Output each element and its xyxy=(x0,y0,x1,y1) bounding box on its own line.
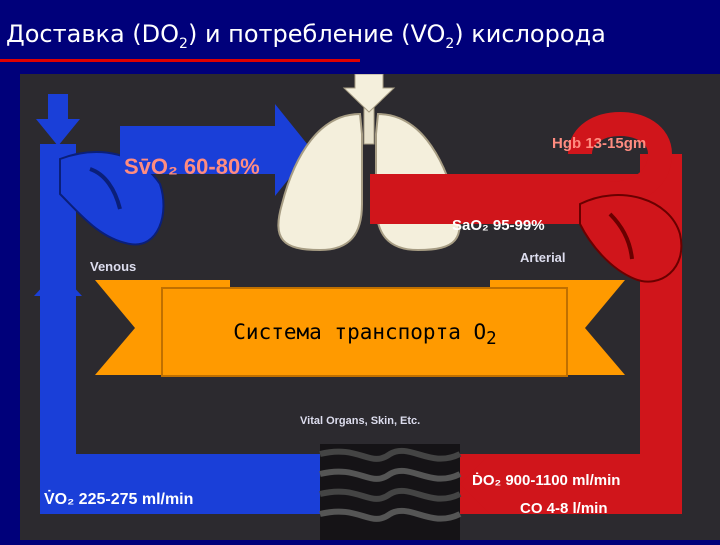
venous-heart-detail xyxy=(89,167,122,210)
venous-bottom-vessel xyxy=(40,454,350,514)
title-underline xyxy=(0,59,360,62)
arterial-left-arrow-icon xyxy=(460,454,490,514)
venous-left-vessel xyxy=(40,144,76,514)
arterial-label: Arterial xyxy=(520,250,566,265)
svo2-label: Sv̄O₂ 60-80% xyxy=(124,154,260,179)
venous-up-arrow-icon xyxy=(34,270,82,296)
arterial-heart xyxy=(579,194,683,283)
diagram-canvas: Sv̄O₂ 60-80% Hgb 13-15gm SaO₂ 95-99% Ven… xyxy=(34,74,683,540)
circulation-diagram: Sv̄O₂ 60-80% Hgb 13-15gm SaO₂ 95-99% Ven… xyxy=(20,74,720,540)
slide-title: Доставка (DO2) и потребление (VO2) кисло… xyxy=(6,20,606,52)
venous-down-arrow-icon xyxy=(36,94,80,146)
hgb-label: Hgb 13-15gm xyxy=(552,135,646,152)
sao2-label: SaO₂ 95-99% xyxy=(452,217,545,234)
vo2-label: V̇O₂ 225-275 ml/min xyxy=(44,490,193,508)
capillary-bed xyxy=(319,444,462,540)
airway-down-arrow-icon xyxy=(342,74,396,113)
venous-heart xyxy=(59,151,165,246)
co-label: CO 4-8 l/min xyxy=(520,500,608,517)
svo2-arrow-icon xyxy=(120,104,312,196)
arterial-loop xyxy=(568,112,673,206)
arterial-bottom-vessel xyxy=(460,454,682,514)
arterial-heart-detail xyxy=(608,212,634,260)
do2-label: ḊO₂ 900-1100 ml/min xyxy=(472,472,620,489)
venous-label: Venous xyxy=(90,259,136,274)
organs-label: Vital Organs, Skin, Etc. xyxy=(300,415,420,427)
